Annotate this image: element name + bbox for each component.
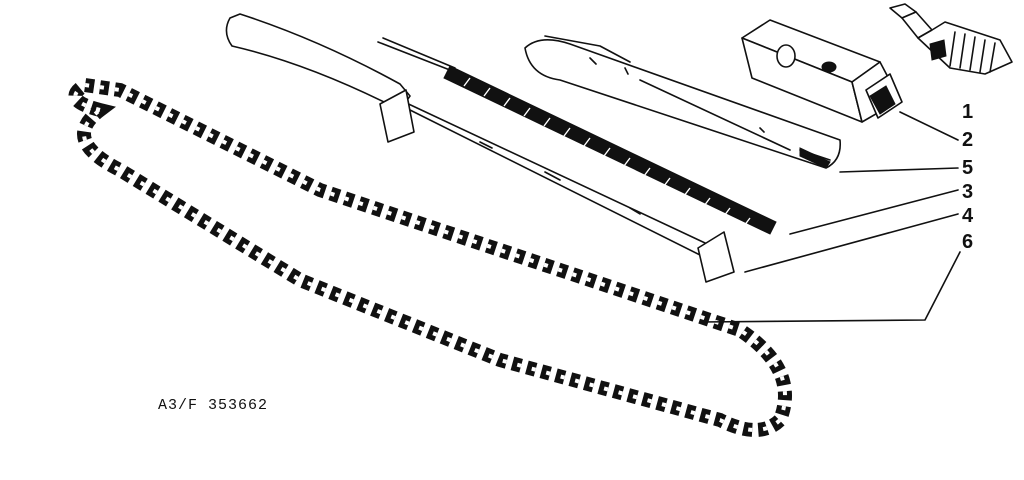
round-file bbox=[377, 37, 777, 235]
box-spanner bbox=[741, 19, 903, 123]
file-holder bbox=[225, 13, 735, 283]
spark-plug bbox=[889, 3, 1013, 75]
callout-6: 6 bbox=[962, 231, 973, 253]
callout-2: 2 bbox=[962, 129, 973, 151]
callout-5: 5 bbox=[962, 157, 973, 179]
saw-chain bbox=[68, 77, 792, 437]
leader-lines bbox=[699, 111, 961, 323]
callout-4: 4 bbox=[962, 205, 974, 227]
drawing-code: A3/F 353662 bbox=[158, 397, 268, 414]
callout-3: 3 bbox=[962, 181, 973, 203]
callout-1: 1 bbox=[962, 101, 973, 123]
combination-spanner bbox=[524, 35, 842, 169]
